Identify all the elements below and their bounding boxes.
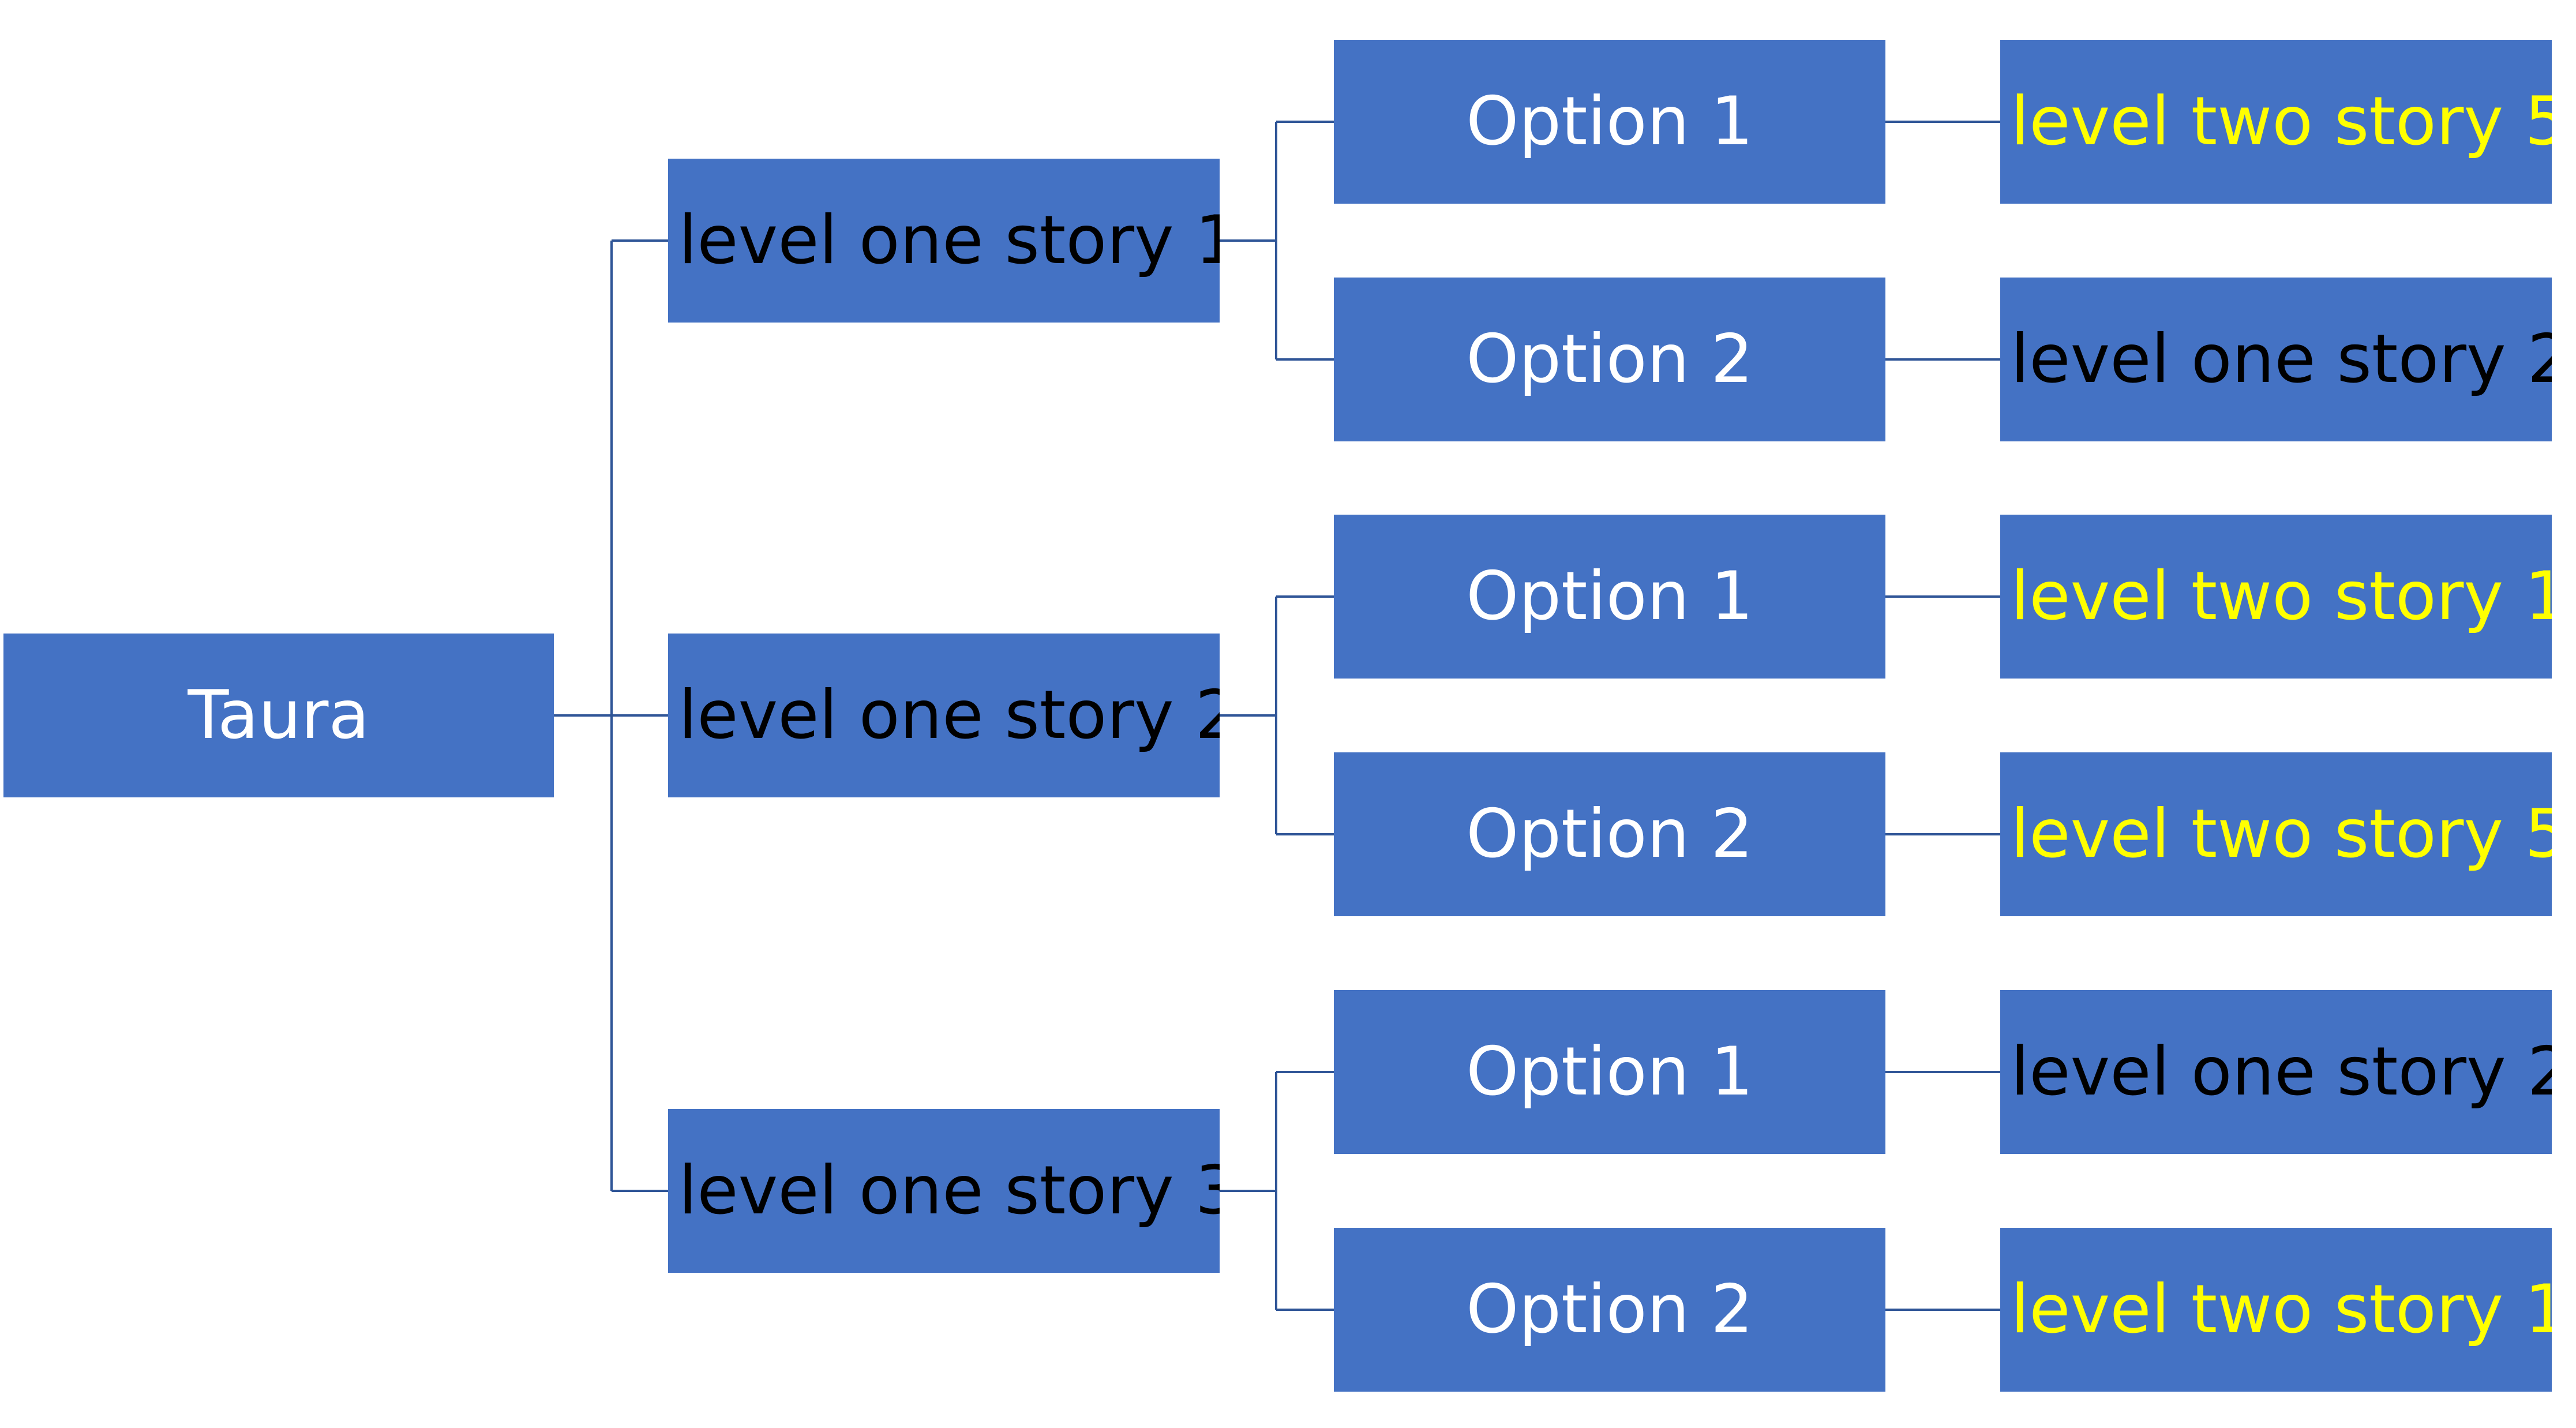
outcome-label: level one story 2 bbox=[2011, 1033, 2552, 1111]
option-node-6: Option 2 bbox=[1334, 1228, 1885, 1392]
root-label: Taura bbox=[188, 676, 370, 754]
outcome-label: level two story 1 bbox=[2011, 1270, 2552, 1348]
level-one-node-2: level one story 2 bbox=[668, 634, 1220, 797]
option-label: Option 1 bbox=[1466, 557, 1753, 635]
root-node: Taura bbox=[3, 634, 554, 797]
outcome-label: level two story 1 bbox=[2011, 557, 2552, 635]
outcome-node-5: level one story 2 bbox=[2000, 990, 2552, 1154]
option-node-4: Option 2 bbox=[1334, 752, 1885, 916]
option-node-1: Option 1 bbox=[1334, 40, 1885, 204]
option-node-2: Option 2 bbox=[1334, 278, 1885, 441]
outcome-node-6: level two story 1 bbox=[2000, 1228, 2552, 1392]
option-label: Option 2 bbox=[1466, 1270, 1753, 1348]
outcome-node-4: level two story 5 bbox=[2000, 752, 2552, 916]
option-label: Option 1 bbox=[1466, 1033, 1753, 1111]
outcome-node-1: level two story 5 bbox=[2000, 40, 2552, 204]
outcome-label: level two story 5 bbox=[2011, 795, 2552, 873]
level-one-node-3: level one story 3 bbox=[668, 1109, 1220, 1273]
outcome-label: level two story 5 bbox=[2011, 83, 2552, 160]
option-label: Option 1 bbox=[1466, 83, 1753, 160]
outcome-label: level one story 2 bbox=[2011, 320, 2552, 398]
option-node-3: Option 1 bbox=[1334, 515, 1885, 679]
option-label: Option 2 bbox=[1466, 795, 1753, 873]
outcome-node-3: level two story 1 bbox=[2000, 515, 2552, 679]
level-one-label: level one story 2 bbox=[678, 676, 1220, 754]
outcome-node-2: level one story 2 bbox=[2000, 278, 2552, 441]
level-one-node-1: level one story 1 bbox=[668, 159, 1220, 323]
level-one-label: level one story 1 bbox=[678, 201, 1220, 279]
option-label: Option 2 bbox=[1466, 320, 1753, 398]
level-one-label: level one story 3 bbox=[678, 1152, 1220, 1230]
option-node-5: Option 1 bbox=[1334, 990, 1885, 1154]
